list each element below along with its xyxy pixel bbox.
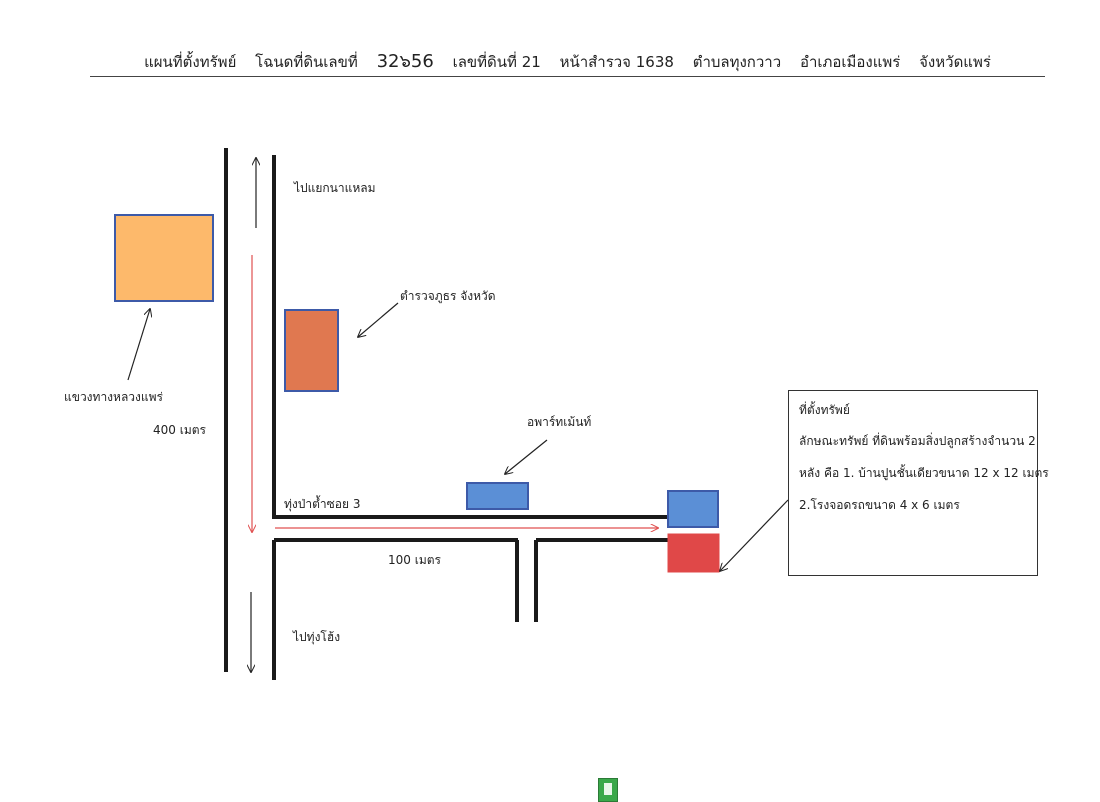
garage-building	[667, 533, 720, 573]
title-text: แผนที่ตั้งทรัพย์	[144, 53, 237, 71]
survey-page: หน้าสำรวจ 1638	[559, 53, 674, 71]
highway-office-building	[114, 214, 214, 302]
subdistrict: ตำบลทุงกวาว	[692, 53, 782, 71]
stamp-mark	[598, 778, 618, 802]
property-garage-detail: 2.โรงจอดรถขนาด 4 x 6 เมตร	[799, 498, 960, 512]
highway-pointer-arrow	[127, 309, 150, 381]
deed-text: โฉนดที่ดินเลขที่	[255, 53, 358, 71]
property-location-heading: ที่ตั้งทรัพย์	[799, 403, 850, 417]
property-house-detail: หลัง คือ 1. บ้านปูนชั้นเดียวขนาด 12 x 12…	[799, 466, 1049, 480]
land-number: เลขที่ดินที่ 21	[452, 53, 541, 71]
house-building	[667, 490, 719, 528]
apartment-label: อพาร์ทเม้นท์	[527, 415, 592, 429]
police-station-label: ตำรวจภูธร จังหวัด	[400, 289, 496, 303]
apartment-building	[466, 482, 529, 510]
police-pointer-arrow	[358, 302, 399, 337]
province: จังหวัดแพร่	[919, 53, 991, 71]
apartment-pointer-arrow	[505, 439, 548, 474]
property-info-box: ที่ตั้งทรัพย์ ลักษณะทรัพย์ ที่ดินพร้อมสิ…	[788, 390, 1049, 576]
property-pointer-arrow	[720, 499, 789, 571]
police-station-building	[284, 309, 339, 392]
map-title: แผนที่ตั้งทรัพย์ โฉนดที่ดินเลขที่ 32๖56 …	[90, 48, 1045, 78]
soi-name-label: ทุ่งป่าต้ำซอย 3	[284, 497, 361, 511]
district: อำเภอเมืองแพร่	[799, 53, 901, 71]
deed-number: 32๖56	[376, 51, 434, 72]
north-destination-label: ไปแยกนาแหลม	[294, 181, 376, 195]
distance-100-label: 100 เมตร	[388, 553, 441, 567]
header-divider	[90, 76, 1045, 77]
property-description: ลักษณะทรัพย์ ที่ดินพร้อมสิ่งปลูกสร้างจำน…	[799, 434, 1036, 448]
highway-office-label: แขวงทางหลวงแพร่	[64, 390, 163, 404]
distance-400-label: 400 เมตร	[153, 423, 206, 437]
south-destination-label: ไปทุ่งโฮ้ง	[293, 630, 341, 644]
